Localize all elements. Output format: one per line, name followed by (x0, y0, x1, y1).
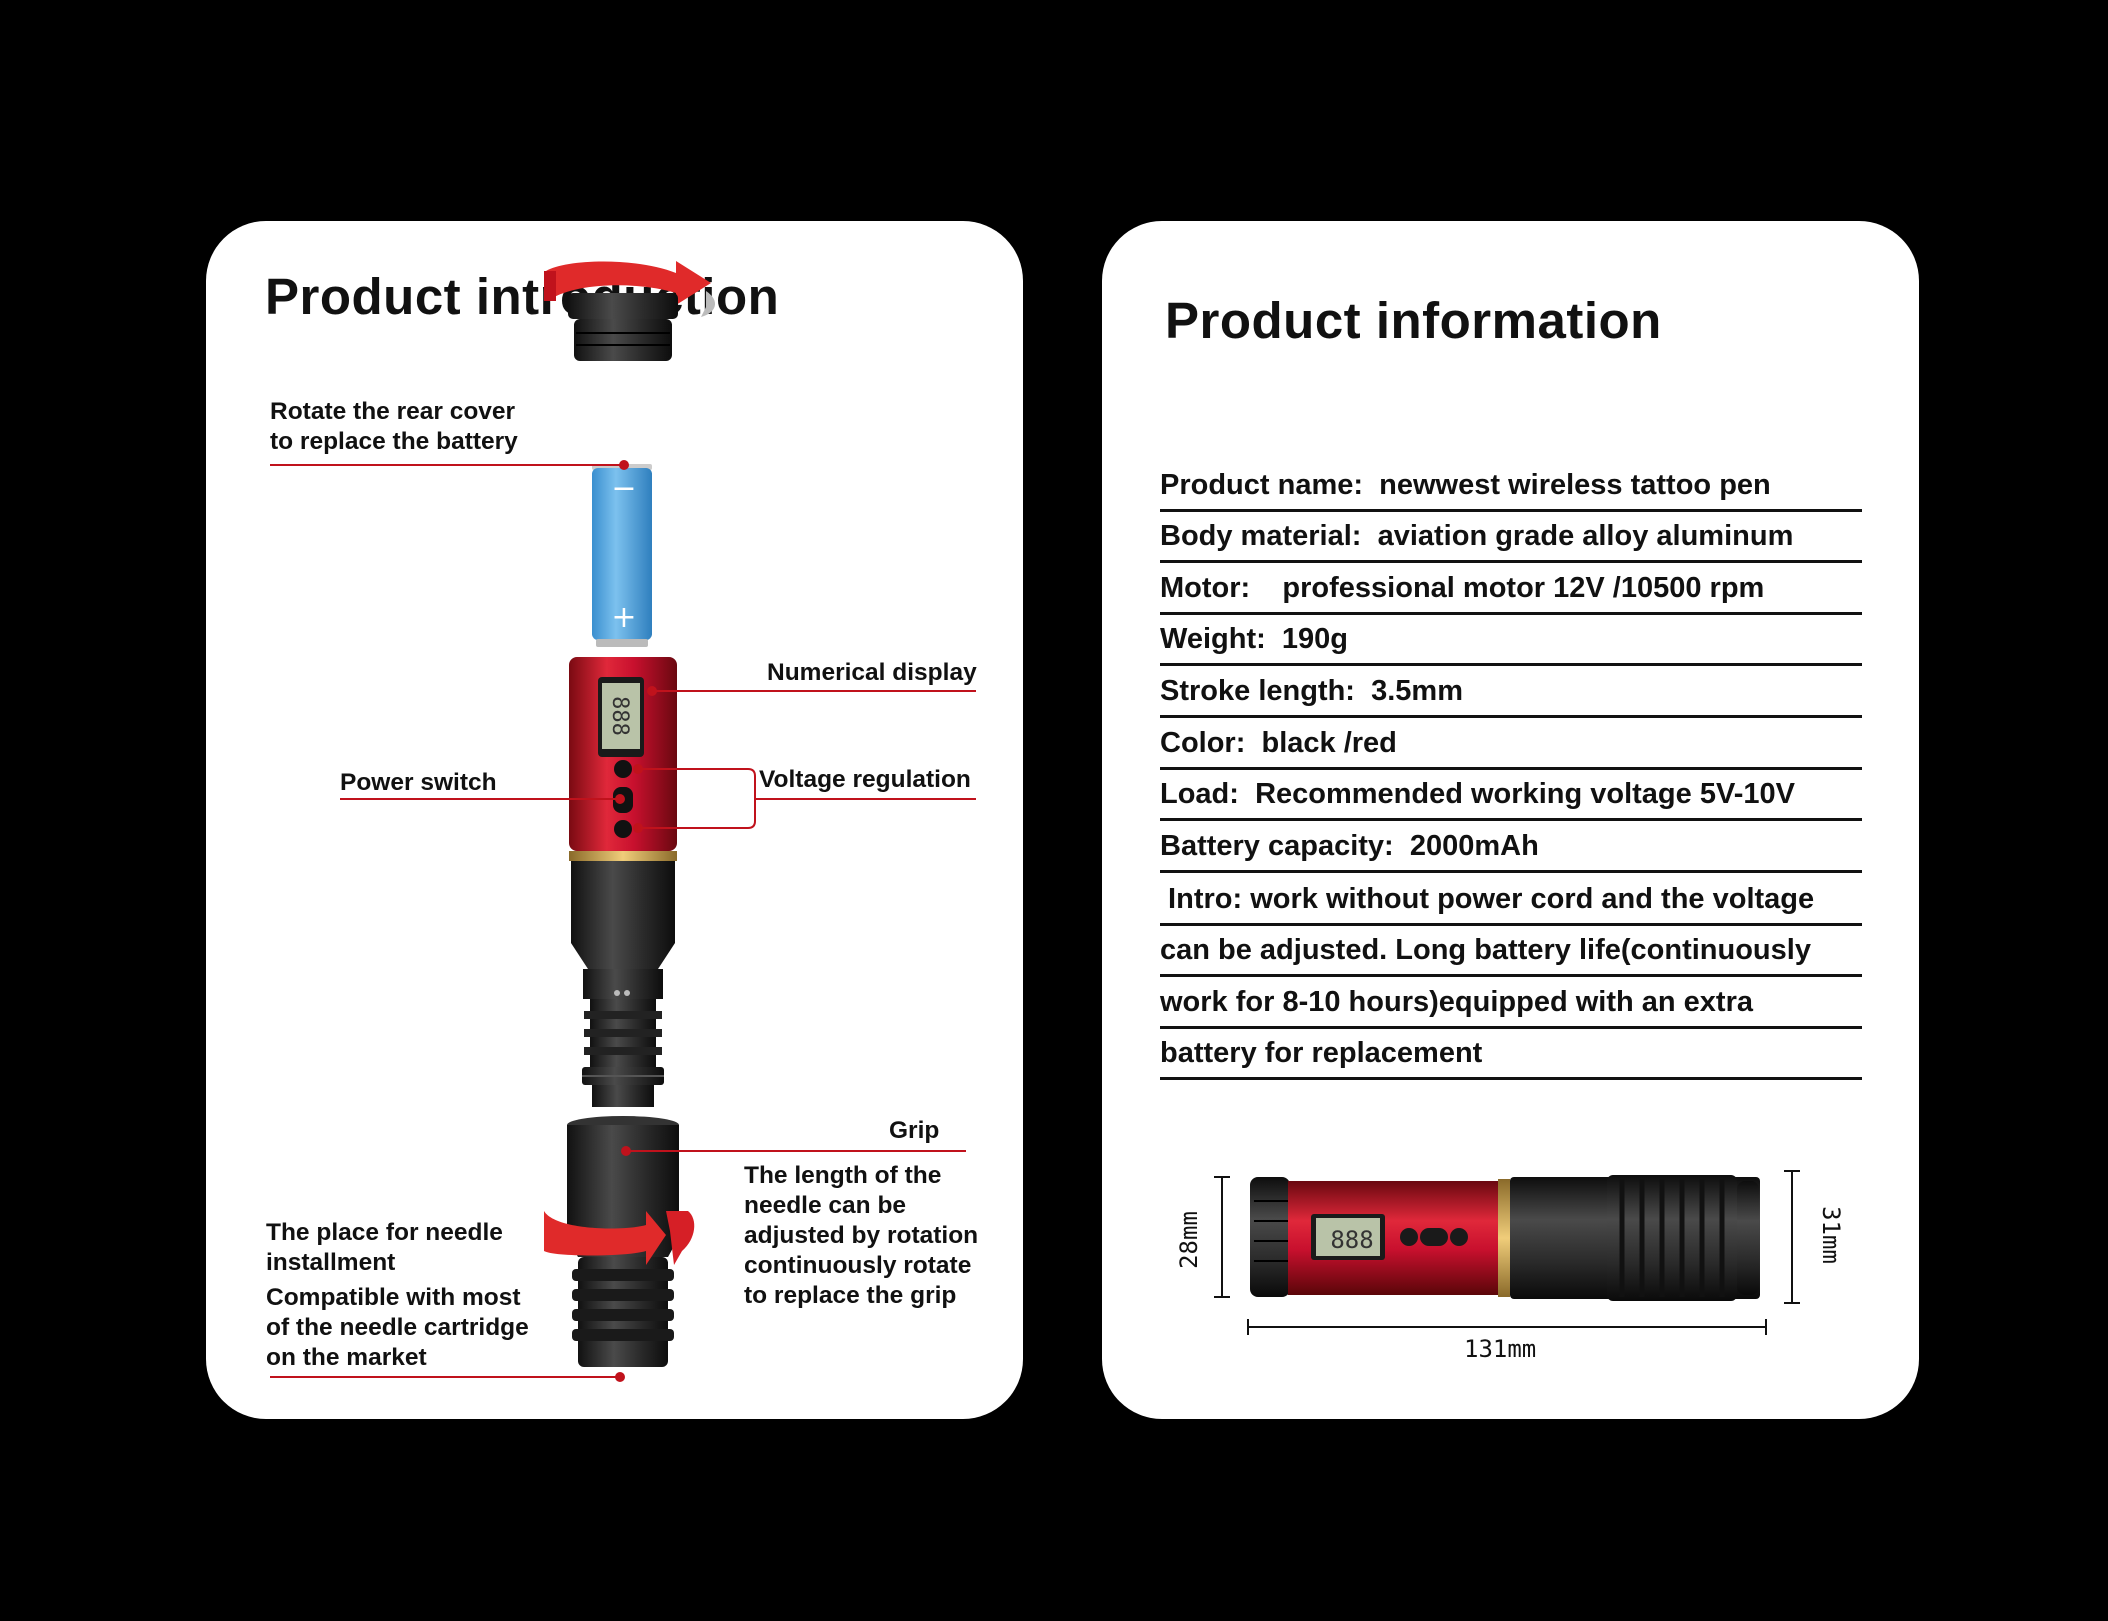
rear-cover-note-line-1: Rotate the rear cover (270, 398, 516, 425)
spec-intro-line-1: Intro: work without power cord and the v… (1160, 875, 1862, 926)
compatible-line-3: on the market (266, 1344, 427, 1371)
height-left-label: 28mm (1174, 1211, 1203, 1269)
pen-button-icon (1400, 1228, 1468, 1246)
lcd-text: 888 (607, 696, 632, 736)
grip-label: Grip (889, 1117, 940, 1144)
power-switch-label: Power switch (340, 769, 497, 796)
dimension-lines (1214, 1170, 1800, 1335)
exploded-pen-illustration: − + 888 (270, 261, 976, 1382)
spec-row-load: Load: Recommended working voltage 5V-10V (1160, 770, 1862, 821)
spec-intro-line-3: work for 8-10 hours)equipped with an ext… (1160, 978, 1862, 1029)
pen-black-body (571, 861, 675, 1107)
spec-row-battery-capacity: Battery capacity: 2000mAh (1160, 822, 1862, 873)
spec-intro-line-2: can be adjusted. Long battery life(conti… (1160, 926, 1862, 977)
voltage-regulation-label: Voltage regulation (759, 766, 971, 793)
spec-row-weight: Weight: 190g (1160, 615, 1862, 666)
numerical-display-label: Numerical display (767, 659, 977, 686)
length-label: 131mm (1464, 1335, 1537, 1363)
spec-row-stroke-length: Stroke length: 3.5mm (1160, 667, 1862, 718)
needle-length-line-5: to replace the grip (744, 1282, 957, 1309)
lcd-text: 888 (1330, 1226, 1373, 1254)
battery-minus: − (611, 471, 636, 506)
pen-side-view (1250, 1175, 1760, 1301)
compatible-line-2: of the needle cartridge (266, 1314, 529, 1341)
product-introduction-card: Product introduction (206, 221, 1023, 1419)
spec-row-product-name: Product name: newwest wireless tattoo pe… (1160, 461, 1862, 512)
rear-cover-note: Rotate the rear cover to replace the bat… (270, 397, 518, 457)
spec-row-motor: Motor: professional motor 12V /10500 rpm (1160, 564, 1862, 615)
pointer-lines (270, 464, 976, 1378)
rear-cover-note-line-2: to replace the battery (270, 428, 518, 455)
spec-intro-line-4: battery for replacement (1160, 1029, 1862, 1080)
spec-row-body-material: Body material: aviation grade alloy alum… (1160, 512, 1862, 563)
compatible-line-1: Compatible with most (266, 1284, 521, 1311)
needle-length-line-2: needle can be (744, 1192, 907, 1219)
needle-install-line-1: The place for needle (266, 1219, 503, 1246)
compatible-note: Compatible with most of the needle cartr… (266, 1283, 529, 1373)
lcd-display-icon (598, 677, 644, 757)
lcd-display-icon (1311, 1214, 1385, 1260)
spec-row-color: Color: black /red (1160, 719, 1862, 770)
needle-length-line-4: continuously rotate (744, 1252, 972, 1279)
pointer-dots (615, 460, 657, 1382)
battery-plus: + (611, 600, 636, 635)
needle-length-line-3: adjusted by rotation (744, 1222, 979, 1249)
product-information-card: Product information Product name: newwes… (1102, 221, 1919, 1419)
needle-install-line-2: installment (266, 1249, 396, 1276)
rear-cover-icon (568, 293, 678, 361)
product-information-title: Product information (1165, 292, 1662, 349)
needle-length-line-1: The length of the (744, 1162, 942, 1189)
pen-dimension-drawing: 888 (1214, 1170, 1800, 1335)
height-right-label: 31mm (1816, 1206, 1845, 1264)
needle-install-note: The place for needle installment (266, 1218, 503, 1278)
grip-icon (567, 1116, 679, 1367)
rotate-arrow-icon (544, 261, 716, 317)
needle-length-note: The length of the needle can be adjusted… (744, 1161, 978, 1311)
rotate-arrow-icon (544, 1211, 695, 1265)
